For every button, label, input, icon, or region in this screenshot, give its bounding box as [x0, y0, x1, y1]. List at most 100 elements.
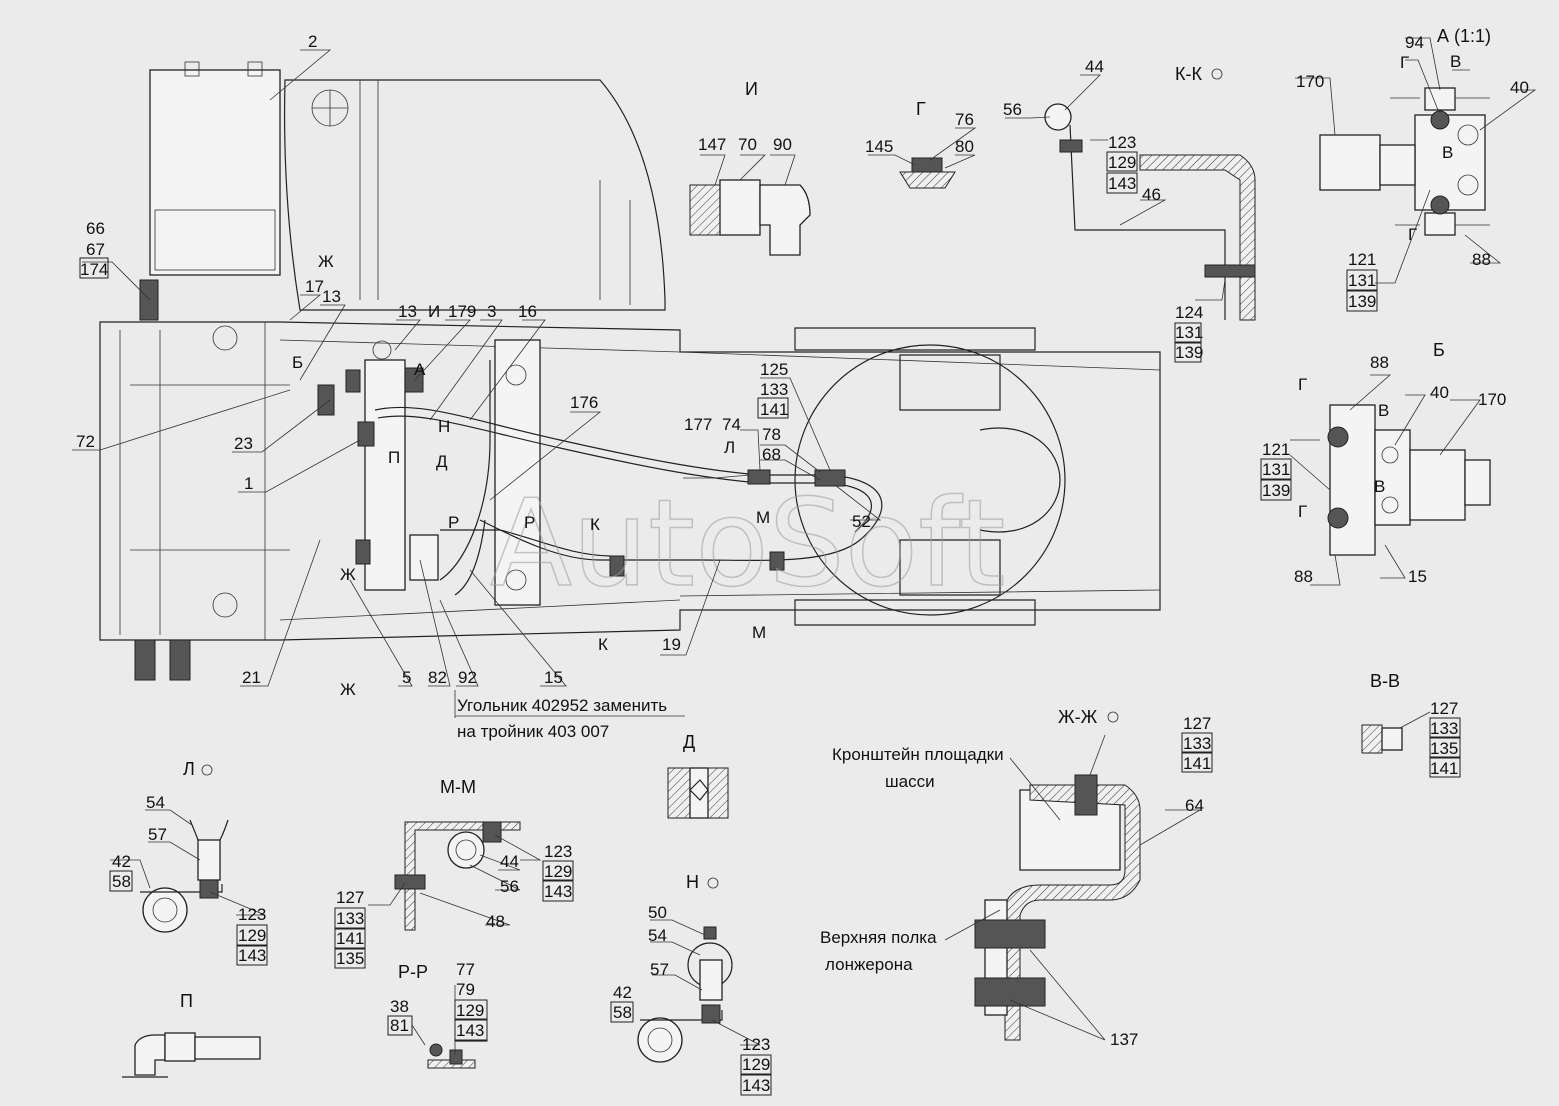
view-rr-label-143: 143 — [456, 1021, 484, 1040]
view-mm-label-48: 48 — [486, 912, 505, 931]
view-b-title: Б — [1433, 340, 1445, 360]
view-b-label-g: Г — [1298, 375, 1307, 394]
cut-r2: Р — [524, 513, 535, 532]
view-kk-label-123: 123 — [1108, 133, 1136, 152]
view-mm-label-123: 123 — [544, 842, 572, 861]
view-kk-label-131: 131 — [1175, 323, 1203, 342]
view-vv-label-133: 133 — [1430, 719, 1458, 738]
note-bracket-line2: шасси — [885, 772, 935, 791]
label-3: 3 — [487, 302, 496, 321]
view-kk-label-139: 139 — [1175, 343, 1203, 362]
cut-a: А — [414, 360, 426, 379]
view-a-label-170: 170 — [1296, 72, 1324, 91]
view-kk-title: К-К — [1175, 64, 1202, 84]
view-mm-label-127: 127 — [336, 888, 364, 907]
cut-r1: Р — [448, 513, 459, 532]
main-label-group: 2 66 67 174 72 23 1 21 5 82 92 15 13 13 … — [76, 32, 871, 699]
view-g-title: Г — [916, 99, 926, 119]
view-i-title: И — [745, 79, 758, 99]
view-mm-label-141: 141 — [336, 929, 364, 948]
view-b-label-131: 131 — [1262, 460, 1290, 479]
label-13b: 13 — [322, 287, 341, 306]
view-i-label-90: 90 — [773, 135, 792, 154]
main-boxes — [79, 257, 789, 419]
label-174: 174 — [80, 260, 108, 279]
label-5: 5 — [402, 668, 411, 687]
view-i: И 147 70 90 — [689, 79, 811, 256]
note-bracket-line1: Кронштейн площадки — [832, 745, 1004, 764]
view-zhzh-label-137: 137 — [1110, 1030, 1138, 1049]
view-l-label-58: 58 — [112, 872, 131, 891]
label-74: 74 — [722, 415, 741, 434]
cut-k1: К — [590, 515, 600, 534]
view-l-label-42: 42 — [112, 852, 131, 871]
cut-b: Б — [292, 353, 303, 372]
label-177: 177 — [684, 415, 712, 434]
view-a-label-94: 94 — [1405, 33, 1424, 52]
view-kk-label-46: 46 — [1142, 185, 1161, 204]
label-15: 15 — [544, 668, 563, 687]
view-a-label-121: 121 — [1348, 250, 1376, 269]
view-g-label-76: 76 — [955, 110, 974, 129]
view-mm-label-56: 56 — [500, 877, 519, 896]
view-mm-label-129: 129 — [544, 862, 572, 881]
view-p-title: П — [180, 991, 193, 1011]
view-zhzh: Ж-Ж Кронштейн площадки шасси Верхняя пол… — [820, 707, 1213, 1049]
view-rr-label-129: 129 — [456, 1001, 484, 1020]
label-176: 176 — [570, 393, 598, 412]
view-l-label-143: 143 — [238, 946, 266, 965]
view-mm-label-44: 44 — [500, 852, 519, 871]
label-133: 133 — [760, 380, 788, 399]
view-n-title: Н — [686, 872, 699, 892]
view-n-label-50: 50 — [648, 903, 667, 922]
label-13a: 13 — [398, 302, 417, 321]
main-assembly — [99, 61, 1161, 681]
note-flange-line2: лонжерона — [825, 955, 913, 974]
cut-i: И — [428, 302, 440, 321]
note-flange-line1: Верхняя полка — [820, 928, 937, 947]
view-zhzh-label-127: 127 — [1183, 714, 1211, 733]
view-a: А (1:1) 94 В Г 170 40 В Г 121 131 139 88 — [1295, 26, 1537, 312]
view-g-label-145: 145 — [865, 137, 893, 156]
view-l-label-54: 54 — [146, 793, 165, 812]
view-i-label-70: 70 — [738, 135, 757, 154]
view-l-label-129: 129 — [238, 926, 266, 945]
view-b-label-g2: Г — [1298, 502, 1307, 521]
view-b-label-88b: 88 — [1294, 567, 1313, 586]
view-vv-label-141: 141 — [1430, 759, 1458, 778]
label-2: 2 — [308, 32, 317, 51]
view-n-label-57: 57 — [650, 960, 669, 979]
cut-k2: К — [598, 635, 608, 654]
label-1: 1 — [244, 474, 253, 493]
view-n-label-129: 129 — [742, 1055, 770, 1074]
label-67: 67 — [86, 240, 105, 259]
view-zhzh-label-64: 64 — [1185, 796, 1204, 815]
view-zhzh-title: Ж-Ж — [1058, 707, 1098, 727]
view-i-label-147: 147 — [698, 135, 726, 154]
cut-zh-mid: Ж — [340, 565, 356, 584]
view-mm: М-М 44 56 123 129 143 127 133 141 135 48 — [334, 777, 574, 969]
view-a-label-v: В — [1450, 52, 1461, 71]
view-p: П — [122, 991, 261, 1078]
view-kk-label-129: 129 — [1108, 153, 1136, 172]
cut-zh-top: Ж — [318, 252, 334, 271]
view-n: Н 50 54 57 42 58 123 129 143 — [610, 872, 772, 1096]
label-21: 21 — [242, 668, 261, 687]
view-b-label-40: 40 — [1430, 383, 1449, 402]
view-l-label-123: 123 — [238, 905, 266, 924]
view-d-title: Д — [683, 732, 695, 752]
view-l-title: Л — [183, 759, 195, 779]
view-b-label-139: 139 — [1262, 481, 1290, 500]
view-rr-label-79: 79 — [456, 980, 475, 999]
view-vv-label-135: 135 — [1430, 739, 1458, 758]
view-l-label-57: 57 — [148, 825, 167, 844]
view-kk-label-143: 143 — [1108, 174, 1136, 193]
view-b: Б 88 Г В 40 170 121 131 139 Г В 88 15 — [1260, 340, 1506, 586]
view-rr-label-77: 77 — [456, 960, 475, 979]
view-a-label-g2: Г — [1408, 225, 1417, 244]
label-72: 72 — [76, 432, 95, 451]
cut-l: Л — [724, 438, 735, 457]
label-82: 82 — [428, 668, 447, 687]
